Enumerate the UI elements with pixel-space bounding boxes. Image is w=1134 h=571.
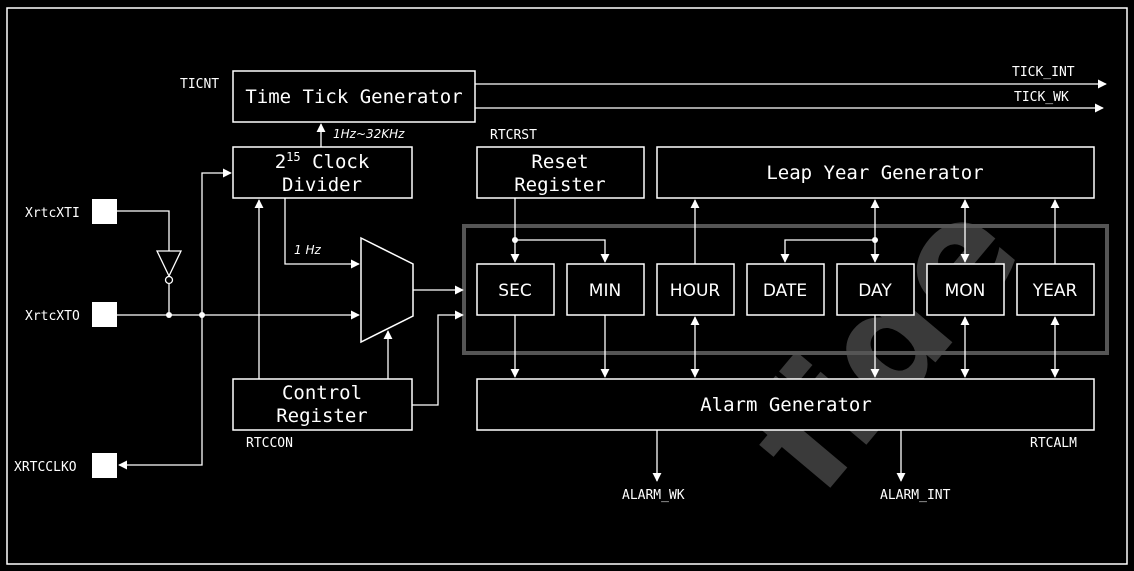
counter-to-alarm-wires bbox=[510, 315, 1060, 378]
counter-mon bbox=[926, 263, 1005, 316]
control-register-label-2: Register bbox=[276, 405, 368, 427]
one-hz-label: 1 Hz bbox=[294, 243, 321, 257]
ticnt-label: TICNT bbox=[180, 77, 219, 92]
clock-divider-block bbox=[232, 146, 413, 199]
clock-mux bbox=[360, 236, 414, 344]
alarm-generator-block bbox=[476, 378, 1095, 431]
alarm-wk-label: ALARM_WK bbox=[622, 488, 685, 503]
leap-year-generator-label: Leap Year Generator bbox=[766, 162, 983, 184]
clock-divider-exponent: 15 bbox=[286, 150, 300, 164]
counter-sec bbox=[476, 263, 555, 316]
counter-min-label: MIN bbox=[589, 281, 621, 301]
counter-day bbox=[836, 263, 915, 316]
clock-divider-rest: Clock bbox=[301, 151, 370, 173]
rtcalm-label: RTCALM bbox=[1030, 436, 1077, 451]
clock-divider-base: 2 bbox=[275, 151, 286, 173]
counter-group-frame bbox=[462, 224, 1109, 355]
pin-clko-label: XRTCCLKO bbox=[14, 460, 77, 475]
tick-int-label: TICK_INT bbox=[1012, 65, 1075, 80]
alarm-generator-label: Alarm Generator bbox=[700, 394, 872, 416]
tick-wk-label: TICK_WK bbox=[1014, 90, 1069, 105]
clock-divider-label-1: 215 Clock bbox=[275, 150, 370, 173]
pin-xti-label: XrtcXTI bbox=[25, 206, 80, 221]
reset-register-label-2: Register bbox=[514, 174, 606, 196]
pin-clko bbox=[92, 453, 117, 478]
reset-register-label-1: Reset bbox=[531, 151, 588, 173]
oscillator-wires bbox=[117, 168, 360, 470]
clock-divider-label-2: Divider bbox=[282, 174, 362, 196]
leap-year-generator-block bbox=[656, 146, 1095, 199]
counter-hour bbox=[656, 263, 735, 316]
reset-wires bbox=[510, 198, 610, 263]
counter-sec-label: SEC bbox=[498, 281, 531, 301]
pin-xti bbox=[92, 199, 117, 224]
pin-xto bbox=[92, 302, 117, 327]
counter-hour-label: HOUR bbox=[670, 281, 721, 301]
time-tick-generator-block bbox=[232, 70, 476, 123]
counter-mon-label: MON bbox=[945, 281, 986, 301]
control-to-counters-wire bbox=[412, 310, 464, 406]
control-register-label-1: Control bbox=[282, 382, 362, 404]
counter-year-label: YEAR bbox=[1032, 281, 1078, 301]
reset-register-block bbox=[476, 146, 645, 199]
pin-xto-label: XrtcXTO bbox=[25, 309, 80, 324]
alarm-int-label: ALARM_INT bbox=[880, 488, 951, 503]
counter-date bbox=[746, 263, 825, 316]
freq-range-label: 1Hz~32KHz bbox=[333, 127, 405, 141]
rtccon-label: RTCCON bbox=[246, 436, 293, 451]
rtcrst-label: RTCRST bbox=[490, 128, 537, 143]
outer-frame bbox=[6, 7, 1128, 565]
counter-date-label: DATE bbox=[763, 281, 807, 301]
watermark: fide bbox=[714, 166, 1053, 523]
inverter-icon bbox=[155, 250, 183, 278]
one-hz-wire bbox=[284, 198, 360, 269]
counter-row: SEC MIN HOUR DATE DAY MON YEAR bbox=[476, 263, 1095, 316]
leap-year-wires bbox=[690, 199, 1060, 264]
counter-day-label: DAY bbox=[858, 281, 892, 301]
time-tick-generator-label: Time Tick Generator bbox=[245, 86, 462, 108]
counter-year bbox=[1016, 263, 1095, 316]
